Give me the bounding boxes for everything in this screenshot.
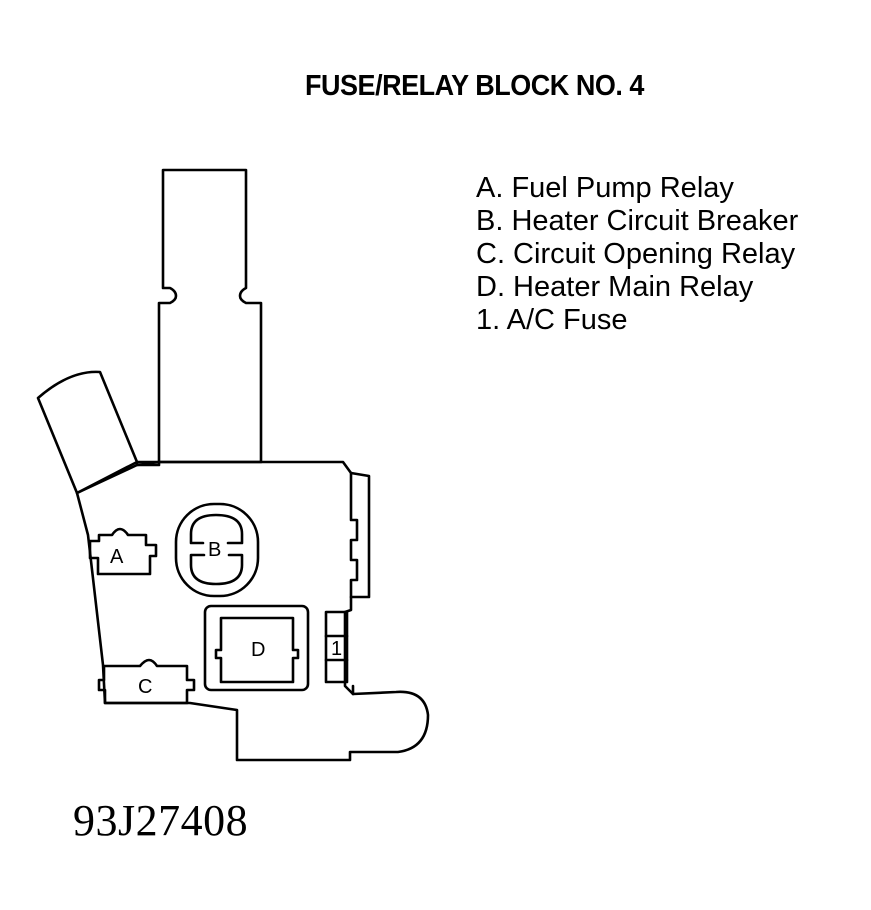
legend-item-a: A. Fuel Pump Relay	[476, 172, 734, 204]
main-housing	[75, 460, 430, 762]
side-bracket	[349, 471, 371, 599]
label-fuse-1: 1	[331, 638, 342, 660]
legend-item-b: B. Heater Circuit Breaker	[476, 205, 799, 237]
diagram-title: FUSE/RELAY BLOCK NO. 4	[305, 70, 644, 102]
label-a: A	[110, 546, 124, 568]
label-b: B	[208, 539, 221, 561]
fuse-1	[324, 610, 349, 684]
legend-item-d: D. Heater Main Relay	[476, 271, 754, 303]
upper-connector-stem	[135, 168, 263, 467]
breaker-b-inner	[189, 513, 244, 586]
label-c: C	[138, 676, 152, 698]
breaker-b-outer	[174, 502, 260, 598]
legend-item-1: 1. A/C Fuse	[476, 304, 628, 336]
left-harness	[36, 370, 139, 495]
component-legend: A. Fuel Pump Relay B. Heater Circuit Bre…	[476, 172, 798, 337]
relay-d-inner	[214, 616, 300, 684]
relay-c	[97, 658, 196, 705]
relay-a	[88, 527, 158, 576]
relay-d-outer	[203, 604, 310, 692]
legend-item-c: C. Circuit Opening Relay	[476, 238, 796, 270]
label-d: D	[251, 639, 265, 661]
figure-code: 93J27408	[73, 796, 249, 845]
